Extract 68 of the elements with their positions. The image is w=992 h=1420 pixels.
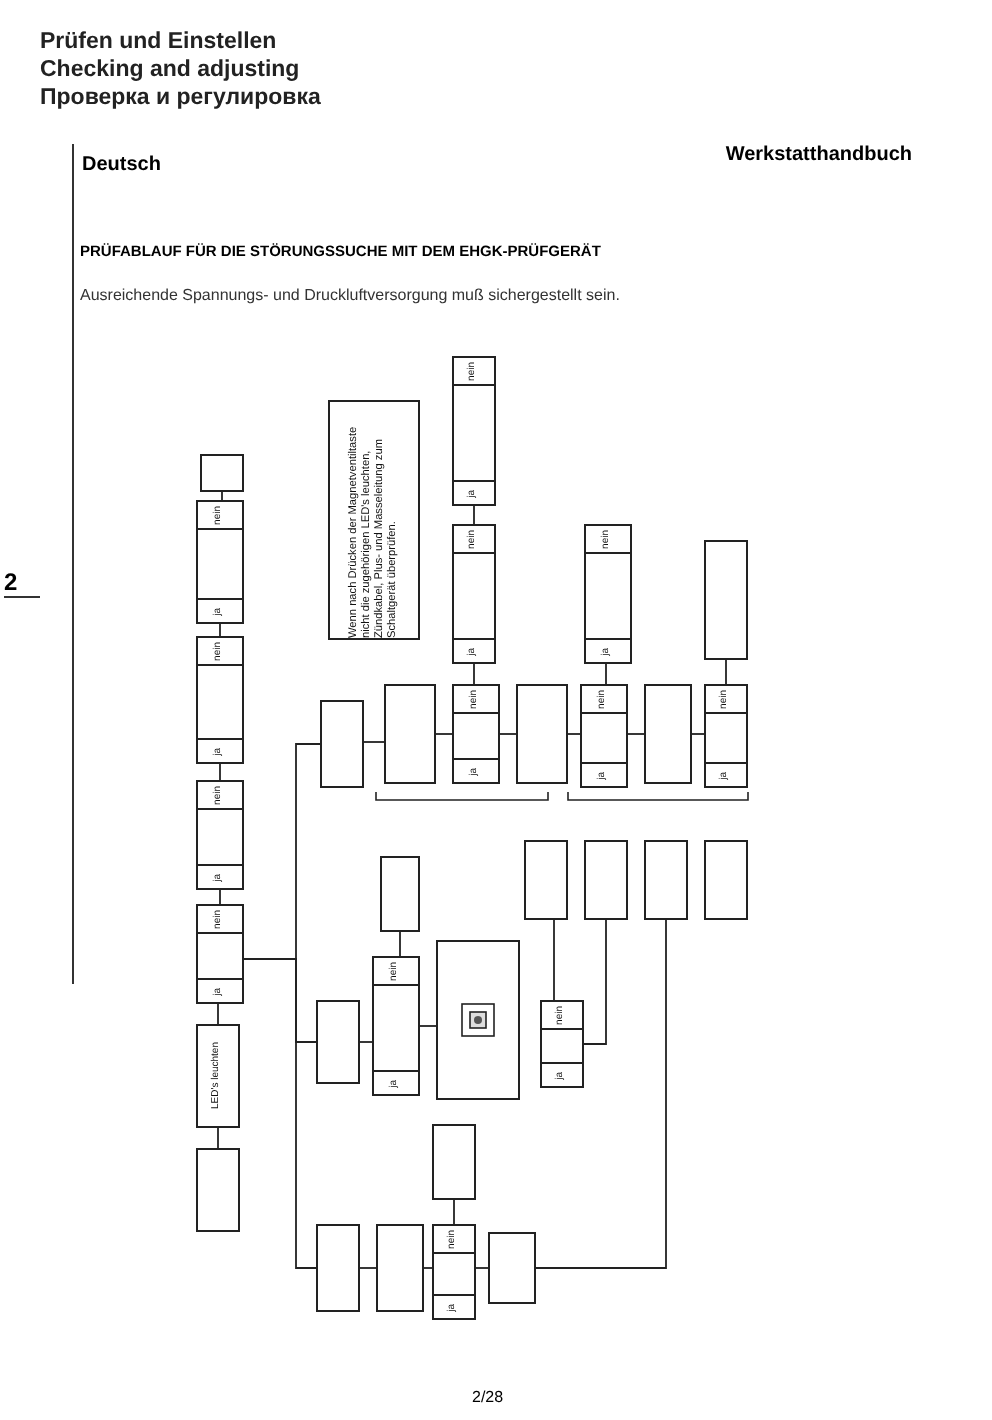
process-box (432, 1124, 476, 1200)
connector-line (243, 958, 317, 1269)
connector-line (453, 1199, 455, 1225)
connector-line (219, 763, 221, 781)
page-heading: Checking and adjusting (40, 56, 302, 84)
process-box (384, 684, 436, 784)
decision-box (540, 1000, 584, 1088)
decision-box (580, 684, 628, 788)
process-box (320, 700, 364, 788)
process-box (524, 840, 568, 920)
decision-box (196, 904, 244, 1004)
connector-line (553, 919, 555, 1001)
decision-box (196, 500, 244, 624)
connector-line (359, 1041, 373, 1043)
connector-line (691, 733, 705, 735)
process-box (644, 684, 692, 784)
decision-box (196, 636, 244, 764)
page-heading: Prüfen und Einstellen (40, 28, 279, 56)
process-box (516, 684, 568, 784)
process-box (196, 1148, 240, 1232)
connector-line (217, 1003, 219, 1025)
connector-line (535, 919, 667, 1269)
connector-line (219, 889, 221, 905)
connector-line (475, 1267, 489, 1269)
connector-line (219, 623, 221, 637)
decision-box (584, 524, 632, 664)
page-number: 2/28 (472, 1388, 504, 1406)
connector-line (399, 931, 401, 957)
page-heading: Проверка и регулировка (40, 84, 321, 112)
decision-box (452, 524, 496, 664)
process-box (380, 856, 420, 932)
connector-line (423, 1267, 433, 1269)
connector-line (419, 1025, 437, 1027)
decision-box (372, 956, 420, 1096)
connector-line (221, 491, 223, 501)
decision-box (452, 684, 500, 784)
process-box (584, 840, 628, 920)
connector-line (583, 919, 607, 1045)
language-label: Deutsch (82, 154, 161, 176)
connector-line (473, 505, 475, 525)
process-box (704, 540, 748, 660)
process-box (704, 840, 748, 920)
process-box (488, 1232, 536, 1304)
decision-box (432, 1224, 476, 1320)
connector-line (605, 663, 607, 685)
process-box (436, 940, 520, 1100)
connector-line (567, 733, 581, 735)
manual-title: Werkstatthandbuch (725, 144, 912, 166)
connector-line (627, 733, 645, 735)
decision-box (196, 780, 244, 890)
decision-box (704, 684, 748, 788)
connector-line (473, 663, 475, 685)
decision-box (452, 356, 496, 506)
process-box (644, 840, 688, 920)
process-box (200, 454, 244, 492)
process-box (376, 1224, 424, 1312)
connector-line (217, 1127, 219, 1149)
note-box (328, 400, 420, 640)
connector-line (435, 733, 453, 735)
process-box (316, 1000, 360, 1084)
connector-line (359, 1267, 377, 1269)
connector-line (363, 741, 385, 743)
chapter-number: 2 (4, 568, 40, 598)
process-box (196, 1024, 240, 1128)
connector-line (725, 659, 727, 685)
intro-text: Ausreichende Spannungs- und Druckluftversorgung muß sichergestellt sein. (80, 286, 620, 304)
process-box (316, 1224, 360, 1312)
connector-line (499, 733, 517, 735)
